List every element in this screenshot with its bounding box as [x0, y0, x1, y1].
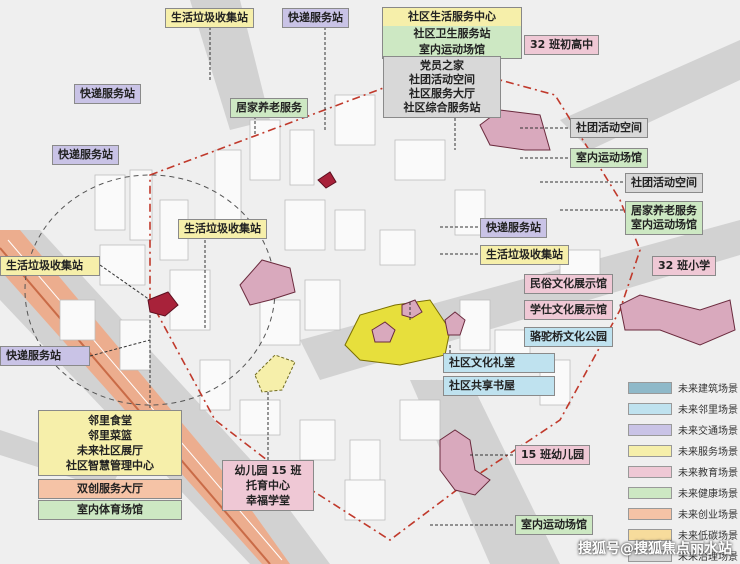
label-indoor-sports-2: 室内运动场馆: [515, 515, 593, 535]
indoor-sports-right: 室内运动场馆: [631, 218, 697, 231]
label-club-space-2: 社团活动空间: [625, 173, 703, 193]
label-express-left-1: 快递服务站: [74, 84, 141, 104]
childcare-center: 托育中心: [246, 479, 290, 492]
label-garbage-top: 生活垃圾收集站: [165, 8, 254, 28]
label-neighbor-group: 邻里食堂 邻里菜篮 未来社区展厅 社区智慧管理中心: [38, 410, 182, 476]
label-folk-culture-hall: 民俗文化展示馆: [524, 274, 613, 294]
label-party-group: 党员之家 社团活动空间 社区服务大厅 社区综合服务站: [383, 56, 501, 118]
legend-label: 未来低碳场景: [678, 531, 738, 542]
label-indoor-sports-1: 室内运动场馆: [570, 148, 648, 168]
legend-label: 未来教育场景: [678, 468, 738, 479]
facility-footprints: [239, 109, 736, 496]
legend-label: 未来治理场景: [678, 552, 738, 563]
label-garbage-left: 生活垃圾收集站: [0, 256, 100, 276]
kindergarten-footprint: [254, 354, 296, 393]
legend-label: 未来创业场景: [678, 510, 738, 521]
neighbor-canteen: 邻里食堂: [88, 414, 132, 427]
elderly-care-right: 居家养老服务: [631, 204, 697, 217]
label-15-class-kindergarten: 15 班幼儿园: [515, 445, 591, 465]
legend-swatch: [628, 382, 672, 394]
label-express-left-3: 快递服务站: [0, 346, 90, 366]
legend-label: 未来交通场景: [678, 426, 738, 437]
legend-label: 未来邻里场景: [678, 405, 738, 416]
neighbor-center-footprint: [147, 291, 179, 317]
comprehensive-service: 社区综合服务站: [403, 101, 481, 114]
label-32-class-junior-high: 32 班初高中: [524, 35, 600, 55]
neighbor-basket: 邻里菜篮: [88, 429, 132, 442]
label-elderly-care-top: 居家养老服务: [230, 98, 308, 118]
community-indoor-sports: 室内运动场馆: [383, 42, 521, 58]
label-club-space-1: 社团活动空间: [570, 118, 648, 138]
kindergarten-15-class: 幼儿园 15 班: [234, 464, 302, 477]
happiness-school: 幸福学堂: [246, 494, 290, 507]
label-culture-hall: 社区文化礼堂: [443, 353, 555, 373]
legend-swatch: [628, 487, 672, 499]
service-hall: 社区服务大厅: [409, 87, 475, 100]
community-center-title: 社区生活服务中心: [383, 8, 521, 26]
label-kindergarten-group: 幼儿园 15 班 托育中心 幸福学堂: [222, 460, 314, 511]
label-innovation-hall: 双创服务大厅: [38, 479, 182, 499]
label-32-class-primary: 32 班小学: [652, 256, 717, 276]
legend-label: 未来健康场景: [678, 489, 738, 500]
legend-swatch: [628, 466, 672, 478]
community-health-station: 社区卫生服务站: [383, 26, 521, 42]
label-indoor-gym: 室内体育场馆: [38, 500, 182, 520]
club-space: 社团活动空间: [409, 73, 475, 86]
legend-swatch: [628, 508, 672, 520]
smart-management-center: 社区智慧管理中心: [66, 459, 154, 472]
label-garbage-right: 生活垃圾收集站: [480, 245, 569, 265]
legend-swatch: [628, 529, 672, 541]
legend-swatch: [628, 445, 672, 457]
legend-label: 未来服务场景: [678, 447, 738, 458]
watermark: 搜狐号@搜狐焦点丽水站: [578, 541, 732, 557]
label-scholar-culture-hall: 学仕文化展示馆: [524, 300, 613, 320]
leader-lines: [89, 27, 625, 526]
legend-swatch: [628, 424, 672, 436]
label-express-mid: 快递服务站: [480, 218, 547, 238]
label-express-top: 快递服务站: [282, 8, 349, 28]
label-express-left-2: 快递服务站: [52, 145, 119, 165]
label-elderly-sports-right: 居家养老服务 室内运动场馆: [625, 201, 703, 235]
label-garbage-mid: 生活垃圾收集站: [178, 219, 267, 239]
legend-label: 未来建筑场景: [678, 384, 738, 395]
legend-swatch: [628, 550, 672, 562]
label-community-center: 社区生活服务中心 社区卫生服务站 室内运动场馆: [382, 7, 522, 59]
label-shared-bookstore: 社区共享书屋: [443, 376, 555, 396]
party-home: 党员之家: [420, 59, 464, 72]
future-community-hall: 未来社区展厅: [77, 444, 143, 457]
label-camel-bridge-park: 骆驼桥文化公园: [524, 327, 613, 347]
community-boundary: [149, 64, 641, 541]
legend-swatch: [628, 403, 672, 415]
elderly-care-footprint: [317, 171, 337, 189]
